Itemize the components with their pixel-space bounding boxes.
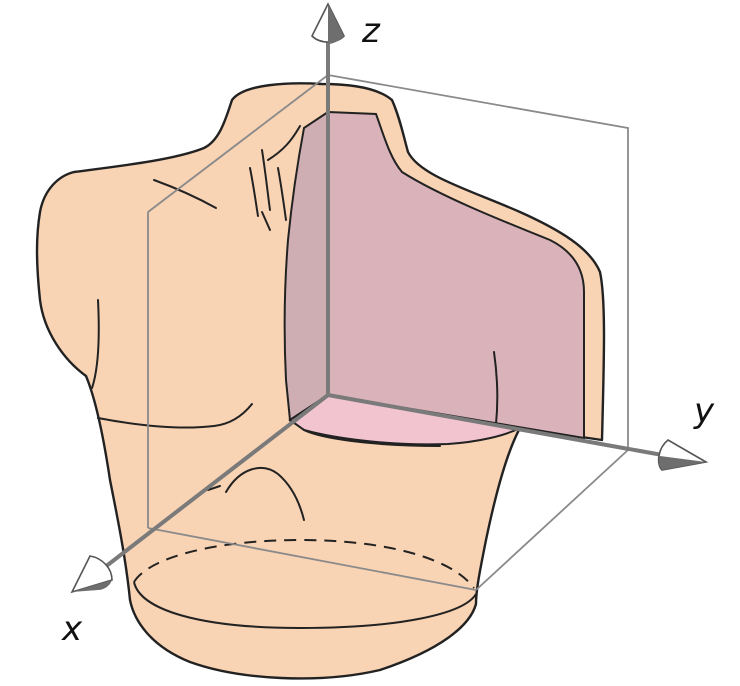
sagittal-cut-section (327, 110, 585, 440)
z-arrowhead (311, 2, 345, 44)
plane-edges (147, 74, 629, 591)
x-axis-line (94, 393, 330, 576)
y-axis-label: y (693, 391, 715, 431)
transverse-cut-section (288, 393, 524, 446)
coronal-cut-face (283, 110, 329, 422)
waist-front (133, 581, 477, 630)
coordinate-axes (94, 32, 670, 576)
y-axis-line (326, 393, 670, 458)
x-axis-label: x (61, 609, 83, 649)
y-arrowhead (657, 439, 709, 471)
anatomy-detail-lines (91, 125, 499, 521)
z-axis-label: z (361, 11, 381, 51)
x-arrowhead (70, 555, 113, 594)
